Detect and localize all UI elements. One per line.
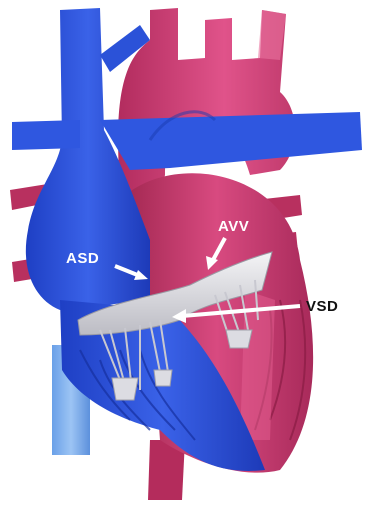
- label-asd: ASD: [66, 250, 99, 267]
- label-avv: AVV: [218, 218, 249, 235]
- pulmonary-artery-left-branch: [12, 120, 80, 150]
- label-vsd: VSD: [306, 298, 338, 315]
- pulmonary-artery: [100, 112, 362, 170]
